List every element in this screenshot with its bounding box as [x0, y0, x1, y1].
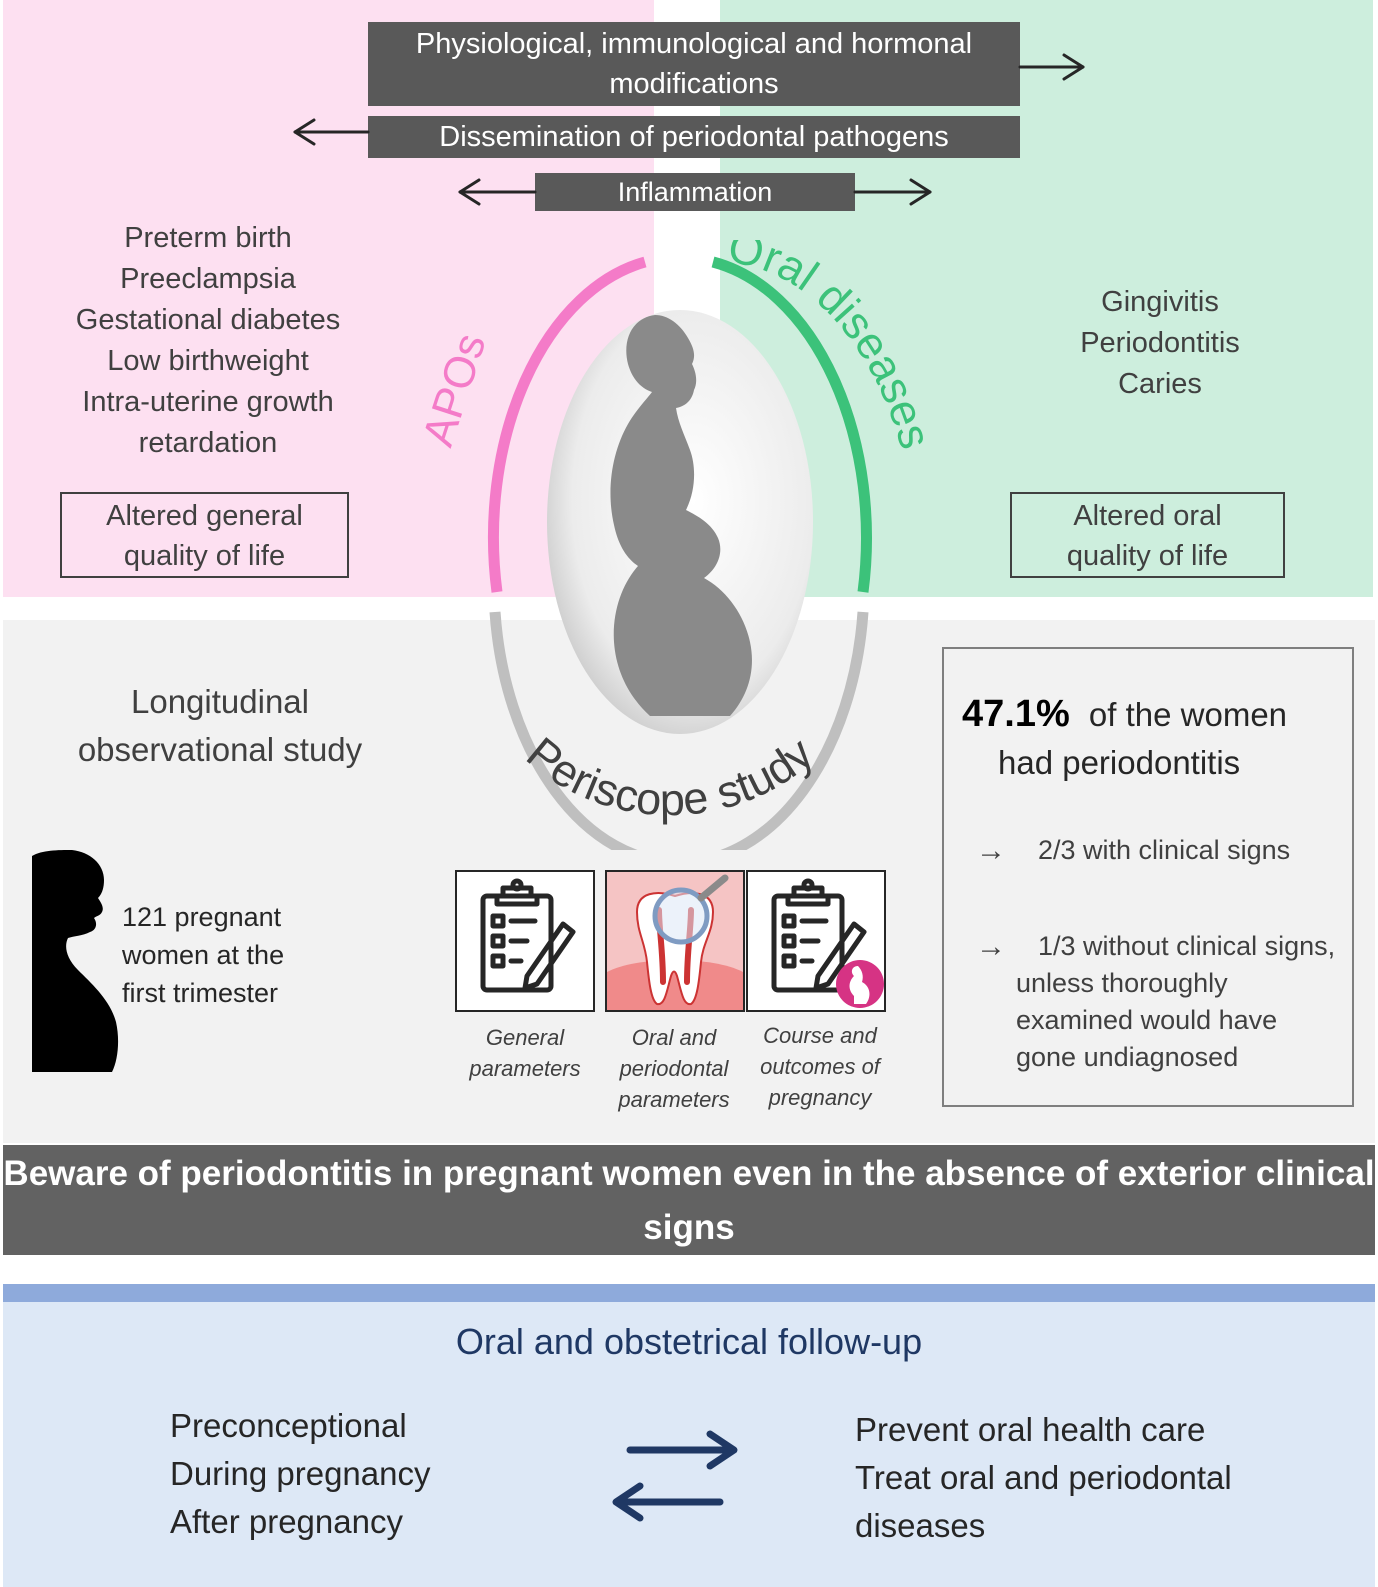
participants-text: 121 pregnant women at the first trimeste…: [122, 902, 285, 1008]
apos-label-wrap: APOs: [413, 325, 495, 455]
arrow-left-inflammation-icon: [458, 178, 537, 206]
oral-quality-of-life-box: Altered oral quality of life: [1010, 492, 1285, 578]
arrow-right-hormonal-icon: [1018, 53, 1085, 81]
general-parameters-tile: [455, 870, 595, 1012]
followup-action-item: Treat oral and periodontal: [855, 1459, 1232, 1496]
pregnancy-outcomes-caption: Course and outcomes of pregnancy: [760, 1023, 880, 1110]
followup-action-item: diseases: [855, 1507, 986, 1544]
mechanism-hormonal-box: Physiological, immunological and hormona…: [368, 22, 1020, 106]
arrow-left-dissemination-icon: [293, 118, 370, 146]
arrow-right-inflammation-icon: [853, 178, 932, 206]
results-box: [942, 647, 1354, 1107]
arrow-right-icon: →: [976, 834, 1006, 867]
apos-item: Preterm birth: [124, 222, 292, 254]
arrow-right-icon: →: [976, 930, 1006, 963]
followup-title: Oral and obstetrical follow-up: [455, 1321, 923, 1362]
results-sub1: 2/3 with clinical signs: [1038, 835, 1291, 865]
mechanism-dissemination-box: Dissemination of periodontal pathogens: [368, 116, 1020, 158]
general-quality-of-life-text: Altered general quality of life: [106, 500, 303, 572]
apos-item: Low birthweight: [107, 345, 309, 377]
oral-disease-item: Periodontitis: [1080, 327, 1240, 359]
oral-diseases-list: Gingivitis Periodontitis Caries: [1020, 282, 1300, 405]
followup-timing-item: Preconceptional: [170, 1407, 407, 1444]
apos-item: Preeclampsia: [120, 263, 296, 295]
clipboard-checklist-icon: [480, 878, 576, 993]
oral-quality-of-life-text: Altered oral quality of life: [1066, 500, 1229, 572]
mechanism-hormonal-text: Physiological, immunological and hormona…: [415, 28, 973, 100]
oral-diseases-arc: [711, 256, 872, 593]
followup-panel: [3, 1302, 1375, 1587]
followup-actions-list: Prevent oral health care Treat oral and …: [855, 1406, 1325, 1550]
mechanism-inflammation-text: Inflammation: [617, 177, 773, 207]
apos-arc: [487, 256, 647, 593]
oral-parameters-caption: Oral and periodontal parameters: [618, 1025, 730, 1112]
oral-parameters-tile: [605, 870, 745, 1012]
mechanism-inflammation-box: Inflammation: [535, 173, 855, 211]
pregnancy-outcomes-tile: [746, 870, 886, 1012]
apos-list: Preterm birth Preeclampsia Gestational d…: [10, 218, 406, 464]
apos-item: Gestational diabetes: [75, 304, 341, 336]
results-headline: 47.1% of the women had periodontitis: [962, 690, 1347, 787]
bidirectional-arrows-icon: [612, 1430, 738, 1522]
followup-action-item: Prevent oral health care: [855, 1411, 1206, 1448]
clipboard-pregnancy-icon: [771, 878, 884, 1008]
followup-top-bar: [3, 1284, 1375, 1302]
results-headline-line2: had periodontitis: [998, 744, 1241, 781]
followup-timing-item: During pregnancy: [170, 1455, 431, 1492]
periscope-study-label: Periscope study: [517, 727, 822, 825]
mechanism-dissemination-text: Dissemination of periodontal pathogens: [439, 121, 949, 153]
periscope-arc: [489, 611, 869, 850]
followup-timing-list: Preconceptional During pregnancy After p…: [170, 1402, 500, 1546]
conclusion-text: Beware of periodontitis in pregnant wome…: [3, 1154, 1375, 1247]
oral-disease-item: Gingivitis: [1101, 286, 1219, 318]
pregnant-silhouette-photo-icon: [610, 315, 752, 716]
results-sub2: 1/3 without clinical signs, unless thoro…: [1016, 931, 1336, 1072]
conclusion-banner: Beware of periodontitis in pregnant wome…: [3, 1145, 1375, 1255]
study-design: Longitudinal observational study: [77, 683, 363, 768]
apos-item: retardation: [138, 427, 278, 459]
pregnant-woman-silhouette-icon: [32, 850, 119, 1072]
mechanism-arrows: [293, 53, 1085, 206]
general-quality-of-life-box: Altered general quality of life: [60, 492, 349, 578]
oral-disease-item: Caries: [1118, 368, 1202, 400]
followup-timing-item: After pregnancy: [170, 1503, 403, 1540]
tooth-magnifier-icon: [607, 874, 743, 1010]
apos-label: APOs: [413, 327, 496, 453]
general-parameters-caption: General parameters: [469, 1025, 581, 1081]
central-oval-graphic: Oral diseases Periscope study: [487, 240, 942, 850]
apos-item: Intra-uterine growth: [82, 386, 334, 418]
results-headline-rest: of the women: [1088, 696, 1288, 733]
results-percent: 47.1%: [962, 693, 1070, 735]
